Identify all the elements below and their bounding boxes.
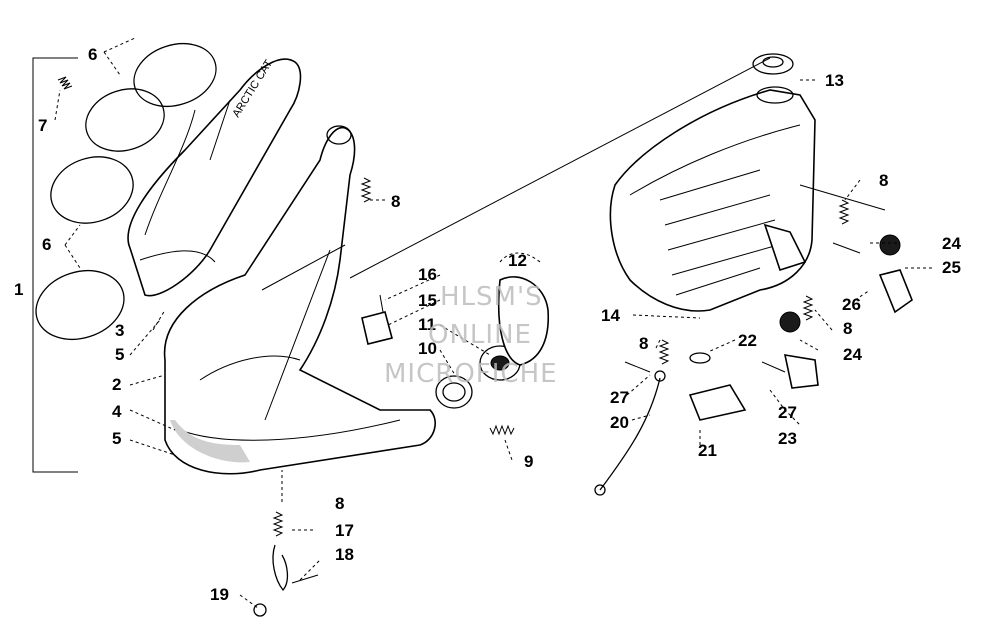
callout-17: 17 xyxy=(335,521,354,540)
callout-22: 22 xyxy=(738,331,757,350)
callout-12: 12 xyxy=(508,251,527,270)
callout-8d: 8 xyxy=(879,171,888,190)
callout-8b: 8 xyxy=(335,494,344,513)
clamp-rings xyxy=(35,43,217,340)
spring-8b xyxy=(272,511,284,537)
nut-19 xyxy=(253,603,267,617)
callout-7: 7 xyxy=(38,116,47,135)
assembly-bracket xyxy=(32,57,78,473)
callout-18: 18 xyxy=(335,545,354,564)
callout-24b: 24 xyxy=(843,345,862,364)
bracket-15 xyxy=(361,311,393,345)
callout-27b: 27 xyxy=(778,403,797,422)
grommet-24a xyxy=(879,234,901,256)
callout-8e: 8 xyxy=(843,319,852,338)
spring-8a xyxy=(360,177,372,203)
watermark-line-1: HLSM'S xyxy=(440,282,543,312)
callout-3: 3 xyxy=(115,321,124,340)
callout-9: 9 xyxy=(524,452,533,471)
spring-9 xyxy=(489,424,515,436)
grommet-13 xyxy=(752,53,794,75)
ground-cable-20 xyxy=(599,377,661,491)
bolt-26 xyxy=(832,242,861,254)
bracket-21 xyxy=(688,384,747,421)
grommet-24b xyxy=(779,311,801,333)
bracket-23 xyxy=(783,354,819,389)
spring-8c xyxy=(658,339,670,365)
callout-labels: 1 2 3 4 5 5 6 6 7 8 8 8 8 8 9 10 11 12 1… xyxy=(14,45,961,604)
bracket-25 xyxy=(878,269,913,314)
callout-8c: 8 xyxy=(639,334,648,353)
callout-13: 13 xyxy=(825,71,844,90)
bolt-18 xyxy=(291,574,319,584)
callout-20: 20 xyxy=(610,413,629,432)
callout-14: 14 xyxy=(601,306,620,325)
callout-23: 23 xyxy=(778,429,797,448)
callout-8a: 8 xyxy=(391,192,400,211)
callout-5a: 5 xyxy=(115,345,124,364)
callout-6a: 6 xyxy=(88,45,97,64)
callout-16: 16 xyxy=(418,265,437,284)
bolt-27a xyxy=(624,361,651,373)
callout-5b: 5 xyxy=(112,429,121,448)
callout-15: 15 xyxy=(418,291,437,310)
clip-17 xyxy=(272,544,289,592)
callout-25: 25 xyxy=(942,258,961,277)
callout-4: 4 xyxy=(112,402,122,421)
spring-8d xyxy=(838,199,850,225)
callout-27a: 27 xyxy=(610,388,629,407)
leader-lines xyxy=(54,37,935,609)
callout-6b: 6 xyxy=(42,235,51,254)
callout-26: 26 xyxy=(842,295,861,314)
callout-2: 2 xyxy=(112,375,121,394)
callout-11: 11 xyxy=(418,315,436,334)
watermark-line-3: MICROFICHE xyxy=(384,359,558,389)
spring-8e xyxy=(802,295,814,321)
callout-24a: 24 xyxy=(942,234,961,253)
callout-1: 1 xyxy=(14,280,23,299)
callout-21: 21 xyxy=(698,441,717,460)
washer-22 xyxy=(689,352,711,364)
reference-line xyxy=(349,57,771,279)
coupler-12 xyxy=(497,276,550,366)
watermark: HLSM'S ONLINE MICROFICHE xyxy=(384,282,558,389)
silencer xyxy=(609,86,816,312)
watermark-line-2: ONLINE xyxy=(428,320,532,350)
expansion-chamber xyxy=(163,125,436,475)
spring-7 xyxy=(57,76,73,90)
callout-19: 19 xyxy=(210,585,229,604)
callout-10: 10 xyxy=(418,339,437,358)
gasket-10 xyxy=(435,375,473,409)
bolt-27b xyxy=(761,361,786,373)
